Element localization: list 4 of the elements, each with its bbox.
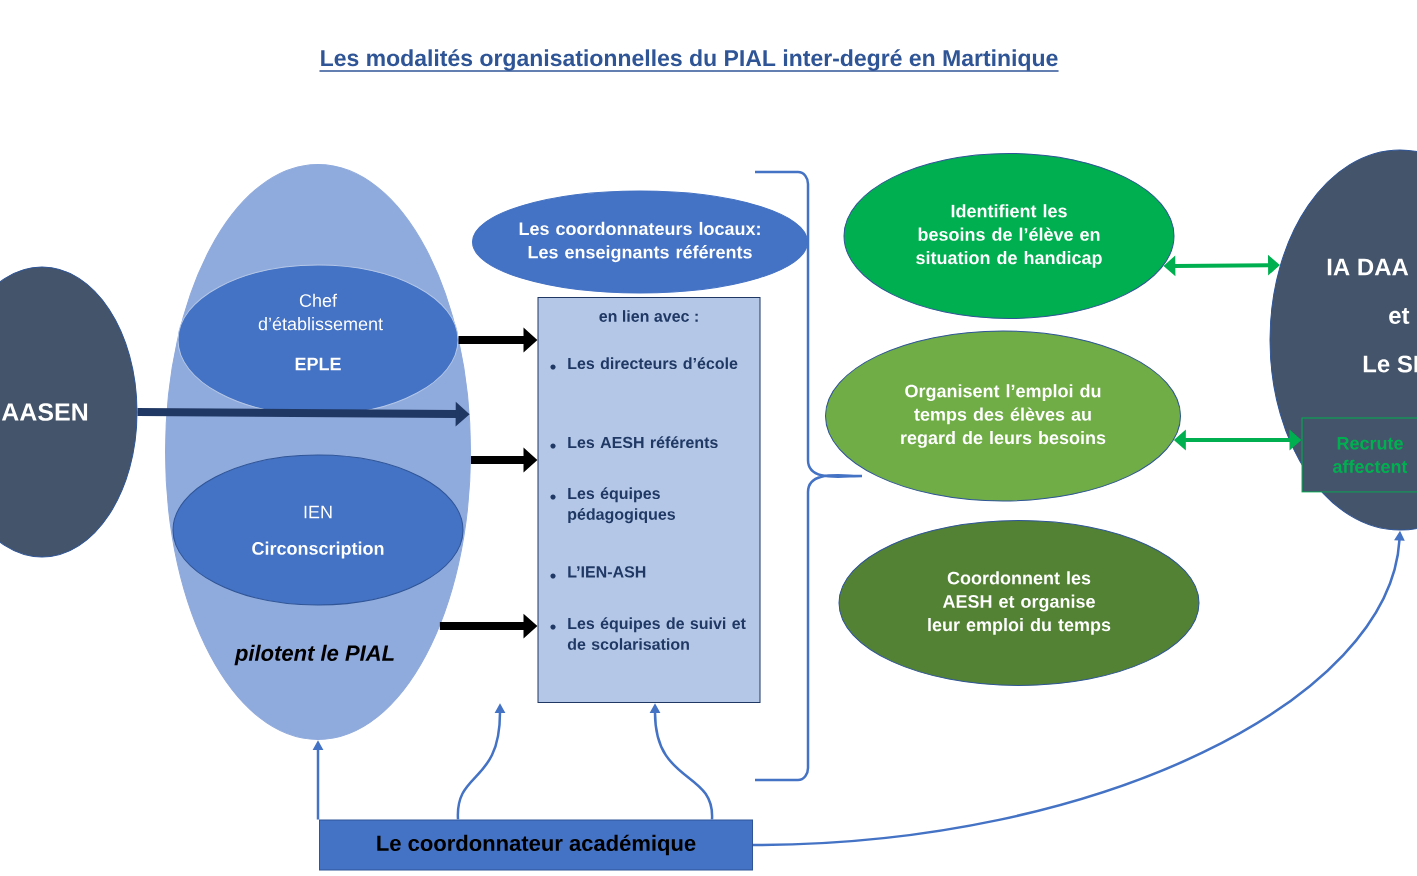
list-box: en lien avec : Les directeurs d’école Les AESH référents Les équipes pédagogiques L’IEN-ASH Les équipes de suivi et de scolarisation [537, 297, 761, 703]
coordinator-box: Le coordonnateur académique [319, 819, 753, 871]
task-box: Recrute affectent [1301, 417, 1417, 493]
title: Les modalités organisationnelles du PIAL inter-degré en Martinique [318, 49, 1060, 72]
